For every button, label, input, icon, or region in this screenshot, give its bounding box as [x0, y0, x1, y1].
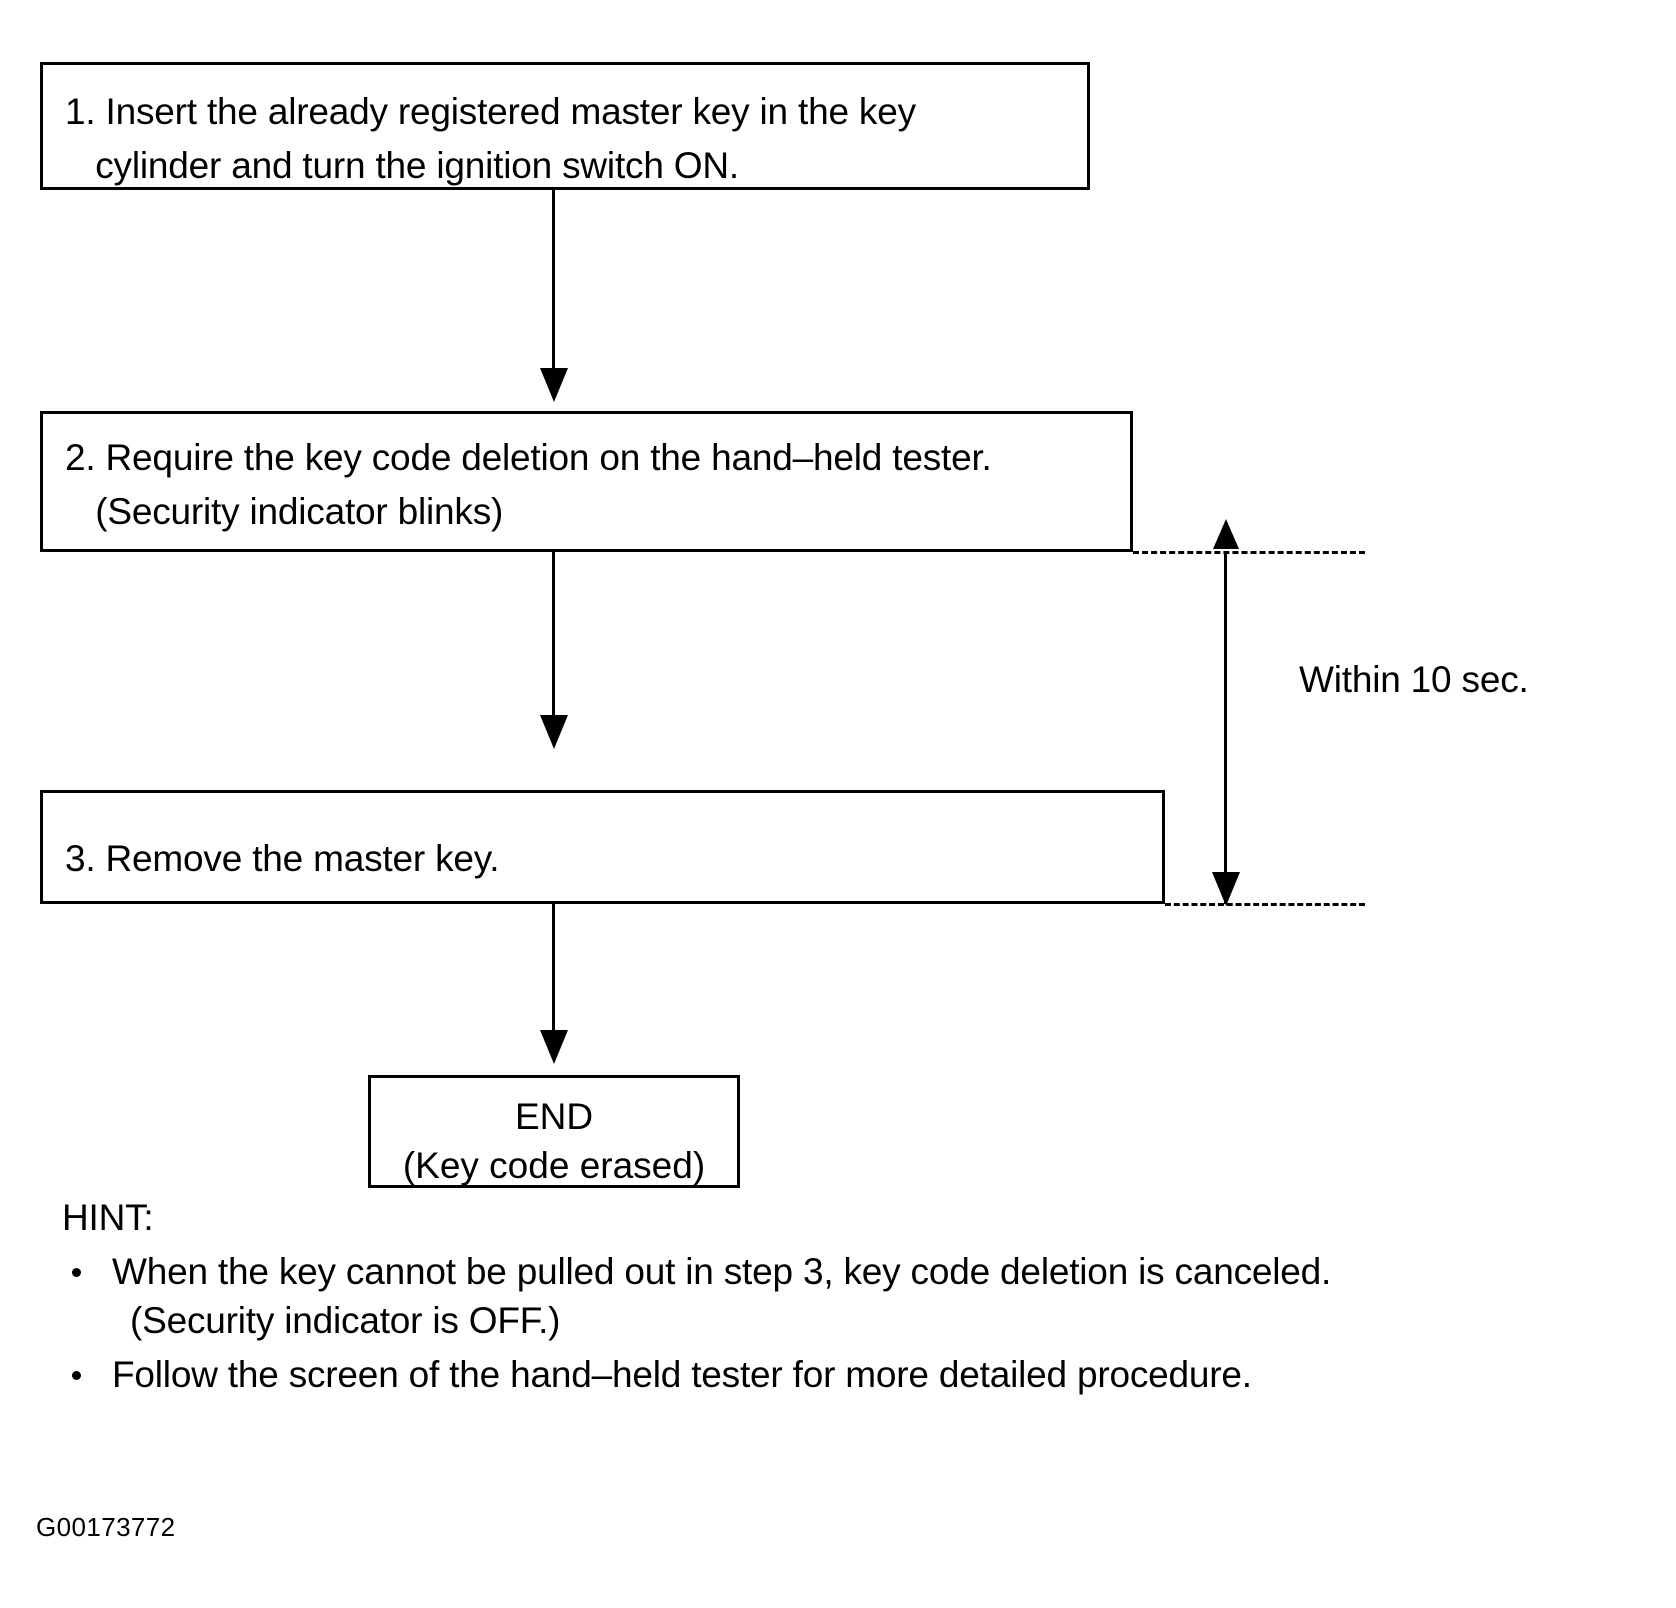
step-3-line-1: 3. Remove the master key.	[65, 838, 500, 879]
hint-title: HINT:	[62, 1197, 154, 1238]
hint-item: Follow the screen of the hand–held teste…	[62, 1351, 1562, 1399]
arrow-down-icon	[540, 715, 568, 749]
timing-dashed-line-top	[1133, 551, 1365, 554]
bullet-icon	[72, 1371, 81, 1381]
step-2-line-2: (Security indicator blinks)	[65, 491, 504, 533]
step-1-line-1: 1. Insert the already registered master …	[65, 91, 916, 132]
hint-item-2-line-1: Follow the screen of the hand–held teste…	[112, 1354, 1252, 1396]
hint-section: HINT: When the key cannot be pulled out …	[62, 1194, 1562, 1400]
step-box-3: 3. Remove the master key.	[40, 790, 1165, 904]
step-1-line-2: cylinder and turn the ignition switch ON…	[65, 145, 739, 187]
hint-item-1-line-2: (Security indicator is OFF.)	[130, 1299, 561, 1341]
end-box: END (Key code erased)	[368, 1075, 740, 1188]
step-box-1: 1. Insert the already registered master …	[40, 62, 1090, 190]
arrow-down-icon	[1212, 872, 1240, 906]
connector-step2-to-step3	[552, 552, 555, 719]
arrow-down-icon	[540, 368, 568, 402]
connector-step1-to-step2	[552, 190, 555, 372]
step-2-line-1: 2. Require the key code deletion on the …	[65, 437, 992, 478]
timing-dashed-line-bottom	[1165, 903, 1365, 906]
timing-span-line	[1224, 551, 1227, 904]
timing-label: Within 10 sec.	[1299, 659, 1529, 700]
end-box-line-2: (Key code erased)	[402, 1145, 706, 1187]
arrow-down-icon	[540, 1030, 568, 1064]
end-box-line-1: END	[514, 1096, 594, 1137]
figure-id-code: G00173772	[36, 1512, 176, 1542]
bullet-icon	[72, 1268, 81, 1278]
arrow-up-icon	[1213, 519, 1239, 549]
hint-item-1-line-1: When the key cannot be pulled out in ste…	[112, 1251, 1332, 1293]
hint-item: When the key cannot be pulled out in ste…	[62, 1248, 1562, 1345]
step-box-2: 2. Require the key code deletion on the …	[40, 411, 1133, 552]
connector-step3-to-end	[552, 904, 555, 1034]
